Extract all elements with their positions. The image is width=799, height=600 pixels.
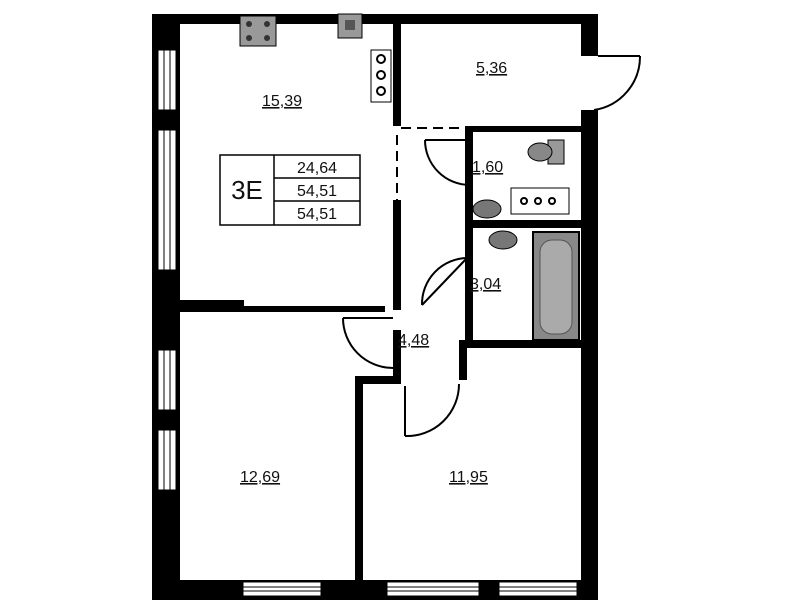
bedroom-left-door[interactable] bbox=[342, 317, 394, 369]
wc-door[interactable] bbox=[424, 139, 471, 186]
interior-walls bbox=[180, 14, 581, 586]
entrance-door[interactable] bbox=[593, 55, 642, 111]
sink-icon bbox=[337, 13, 363, 39]
wc-sink-icon bbox=[510, 187, 570, 215]
area-value-2: 54,51 bbox=[297, 183, 337, 200]
apartment-info-box: 3E 24,64 54,51 54,51 bbox=[219, 154, 361, 226]
wc-basin-icon bbox=[472, 199, 502, 219]
room-area-bathroom: 3,04 bbox=[470, 276, 501, 293]
room-area-storage: 5,36 bbox=[476, 60, 507, 77]
room-area-kitchen-living: 15,39 bbox=[262, 93, 302, 110]
room-area-bedroom-left: 12,69 bbox=[240, 469, 280, 486]
dashed-opening bbox=[396, 127, 466, 200]
room-area-bedroom-right: 11,95 bbox=[449, 469, 488, 486]
room-area-wc: 1,60 bbox=[472, 159, 503, 176]
left-windows bbox=[157, 49, 177, 491]
bathroom-door[interactable] bbox=[420, 257, 468, 306]
stove-icon bbox=[239, 15, 277, 47]
bedroom-right-door[interactable] bbox=[404, 383, 460, 438]
apartment-type-label: 3E bbox=[231, 175, 263, 205]
area-value-1: 24,64 bbox=[297, 160, 337, 177]
bottom-windows bbox=[242, 581, 578, 597]
toilet-icon bbox=[527, 139, 565, 165]
bathtub-icon bbox=[532, 231, 580, 341]
bath-sink-icon bbox=[488, 230, 518, 250]
room-area-hall: 4,48 bbox=[398, 332, 429, 349]
area-value-3: 54,51 bbox=[297, 206, 337, 223]
counter-icon bbox=[370, 49, 392, 103]
